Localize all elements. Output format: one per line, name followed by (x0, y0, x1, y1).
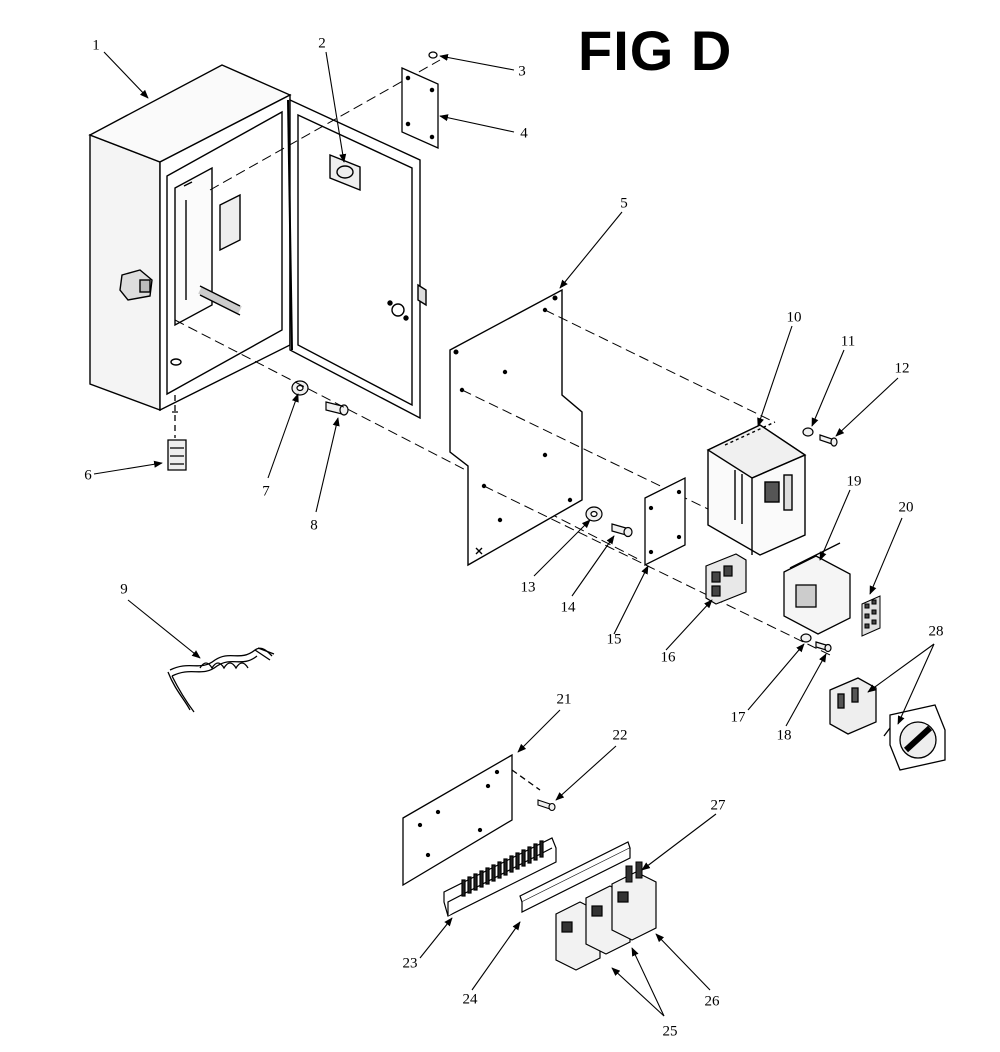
enclosure-part (88, 59, 441, 420)
callout-1: 1 (92, 37, 100, 54)
callout-4: 4 (520, 125, 528, 142)
washer-screw-set-top (174, 319, 641, 561)
callout-2: 2 (318, 35, 326, 52)
panel-screw-part (537, 799, 556, 812)
relay-part (625, 861, 643, 883)
callout-14: 14 (560, 599, 576, 616)
door-plate-part (401, 51, 439, 150)
callout-5: 5 (620, 195, 628, 212)
terminal-rail-part (443, 837, 557, 917)
mounting-plate-part (644, 476, 686, 567)
callout-16: 16 (660, 649, 676, 666)
contactor-part (555, 871, 657, 971)
terminal-strip-part (861, 595, 881, 637)
callout-7: 7 (262, 483, 270, 500)
callout-22: 22 (612, 727, 628, 744)
sub-panel-part (402, 753, 541, 887)
washer-screw-set-panel (585, 506, 633, 538)
callout-18: 18 (776, 727, 792, 744)
disconnect-switch-part (829, 677, 946, 771)
callout-6: 6 (84, 467, 92, 484)
callout-27: 27 (710, 797, 726, 814)
callout-25: 25 (662, 1023, 678, 1040)
callout-26: 26 (704, 993, 720, 1010)
callout-12: 12 (894, 360, 910, 377)
callout-15: 15 (606, 631, 622, 648)
cable-fitting-part (167, 395, 187, 471)
washer-screw-set-transformer (800, 633, 832, 653)
terminal-block-part (705, 553, 747, 605)
callout-24: 24 (462, 991, 478, 1008)
callout-9: 9 (120, 581, 128, 598)
washer-screw-set-drive (802, 427, 838, 447)
callout-17: 17 (730, 709, 746, 726)
wire-harness-part (167, 647, 275, 713)
callout-23: 23 (402, 955, 418, 972)
callout-21: 21 (556, 691, 572, 708)
figure-title: FIG D (578, 19, 733, 82)
callout-19: 19 (846, 473, 862, 490)
callout-28: 28 (928, 623, 944, 640)
callout-11: 11 (840, 333, 856, 350)
drive-unit-part (706, 421, 807, 556)
din-rail-part (519, 841, 631, 913)
callout-3: 3 (518, 63, 526, 80)
callout-13: 13 (520, 579, 536, 596)
callout-20: 20 (898, 499, 914, 516)
leader-lines (93, 51, 935, 1017)
callout-8: 8 (310, 517, 318, 534)
callout-10: 10 (786, 309, 802, 326)
transformer-part (783, 542, 851, 635)
